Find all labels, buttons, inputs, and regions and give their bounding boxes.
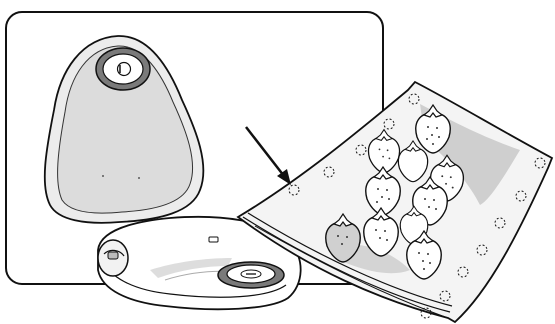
device-valve-button — [96, 48, 150, 90]
lying-device-valve — [218, 262, 284, 288]
